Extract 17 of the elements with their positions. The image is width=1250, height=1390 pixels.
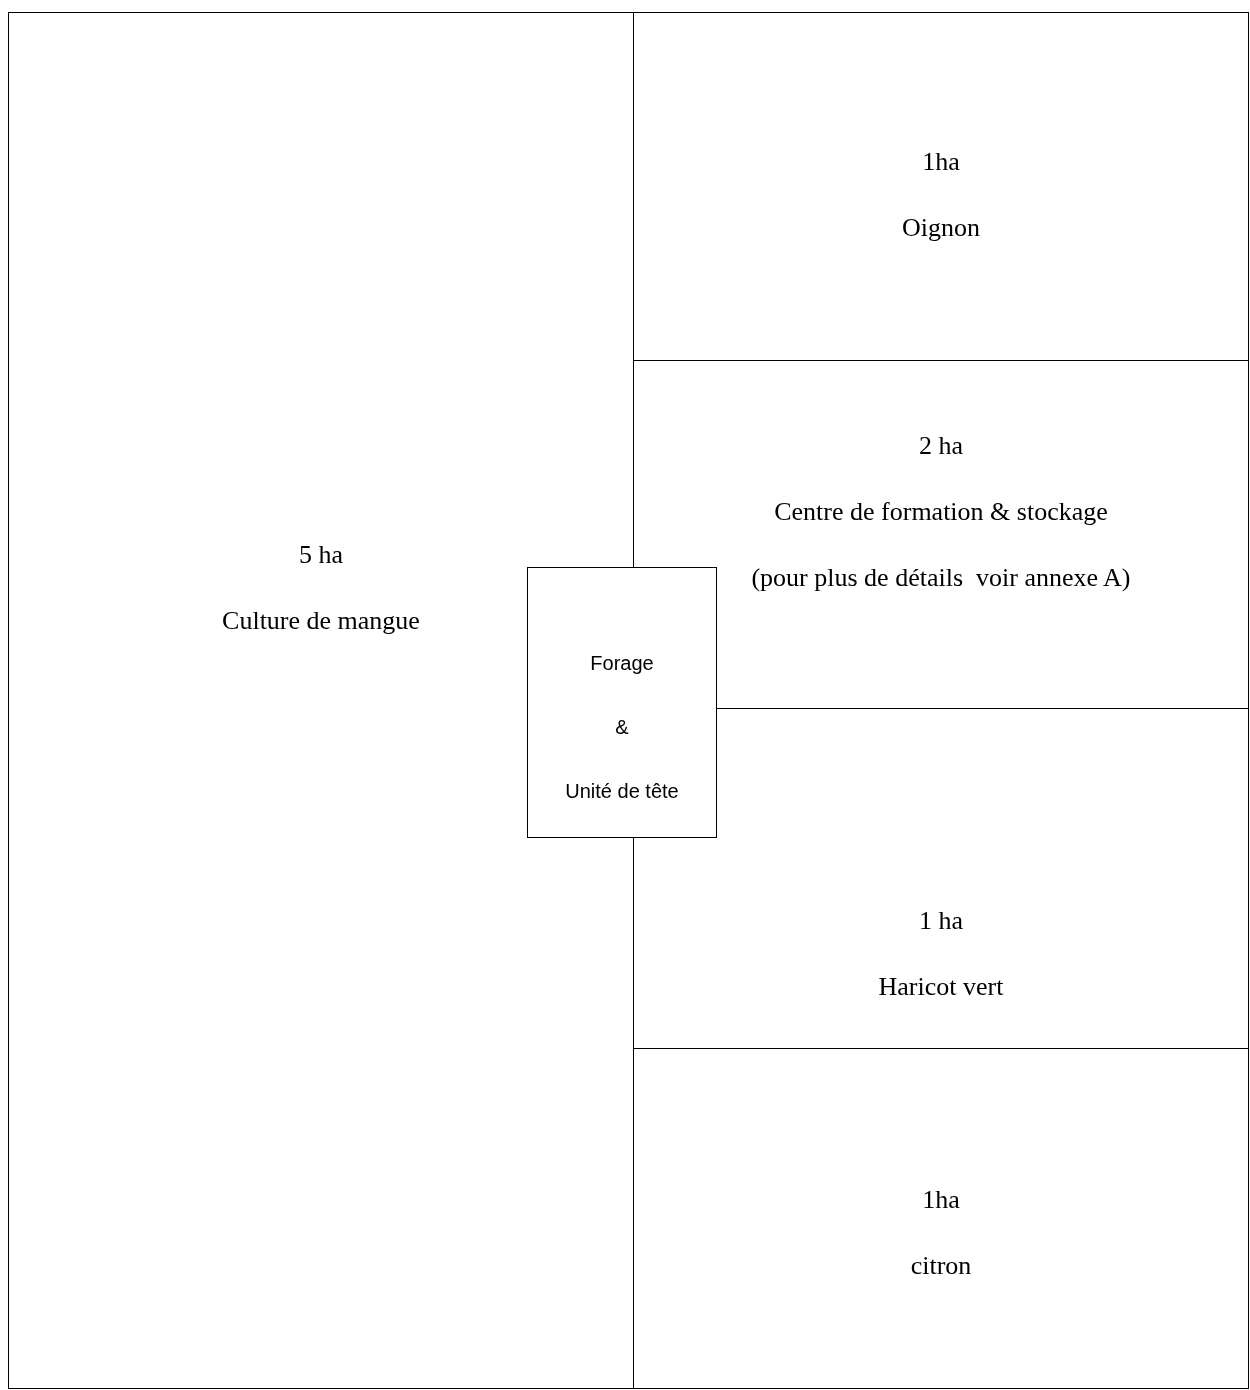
crop-label: citron: [910, 1249, 972, 1282]
area-label: 1 ha: [918, 904, 963, 937]
area-label: 1ha: [922, 1183, 960, 1216]
crop-label: Centre de formation & stockage: [774, 495, 1108, 528]
area-label: 1ha: [922, 145, 960, 178]
crop-label: (pour plus de détails voir annexe A): [751, 561, 1131, 594]
plot-area: [633, 12, 1249, 361]
well-label: &: [615, 715, 629, 740]
crop-label: Haricot vert: [878, 970, 1004, 1003]
well-label: Unité de tête: [565, 779, 679, 804]
well-label: Forage: [590, 651, 654, 676]
area-label: 2 ha: [918, 429, 963, 462]
area-label: 5 ha: [298, 538, 343, 571]
plot-area: [633, 1048, 1249, 1389]
well-box: [527, 567, 717, 838]
crop-label: Oignon: [902, 211, 980, 244]
crop-label: Culture de mangue: [222, 604, 420, 637]
